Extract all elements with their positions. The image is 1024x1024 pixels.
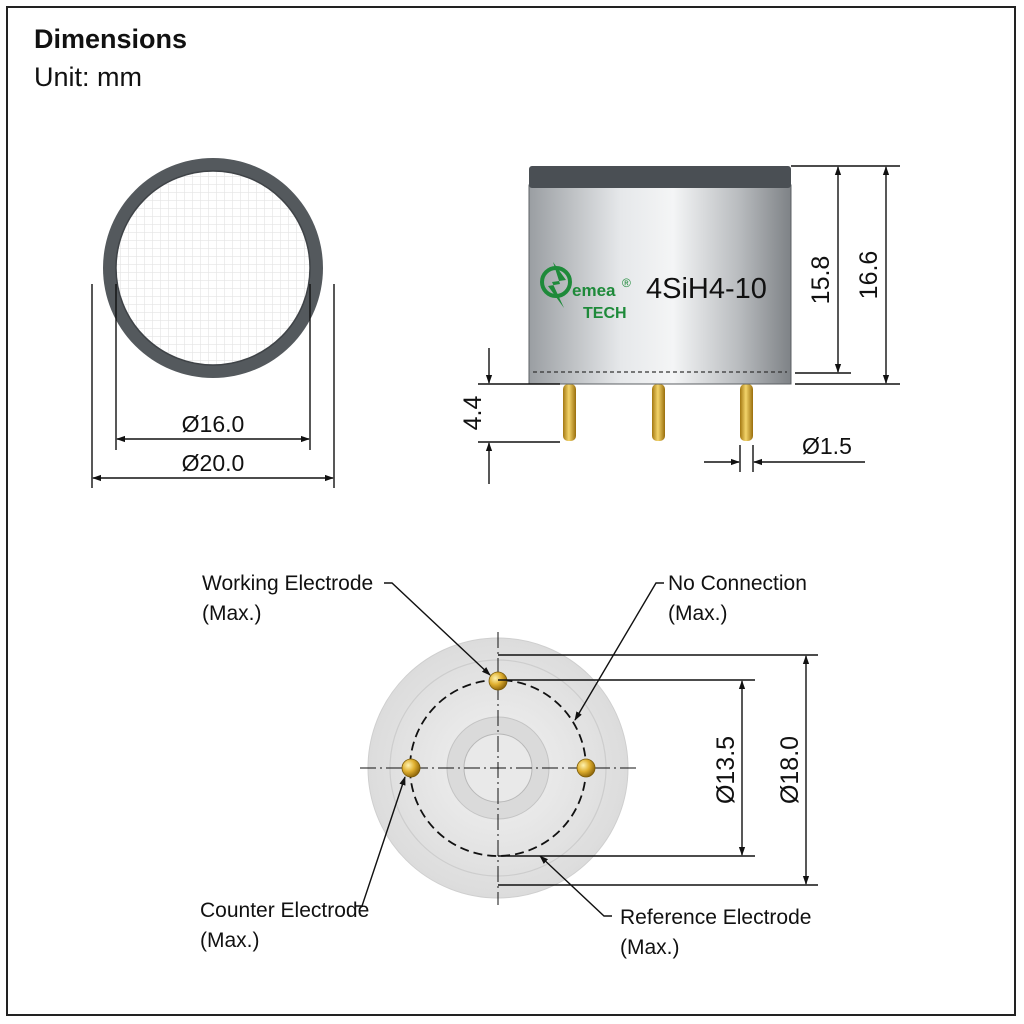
no-connection-note: (Max.) <box>668 602 728 625</box>
reference-electrode-label: Reference Electrode <box>620 906 811 929</box>
model-label: 4SiH4-10 <box>646 273 767 305</box>
logo-text-2: TECH <box>583 305 627 322</box>
brand-logo: emea TECH ® <box>540 262 631 322</box>
sensor-cap <box>529 166 791 188</box>
counter-electrode-pin <box>401 758 421 778</box>
leader-no-connection <box>574 582 664 721</box>
page-title: Dimensions <box>34 24 188 54</box>
inner-diameter-label: Ø16.0 <box>182 411 245 437</box>
no-connection-pin <box>576 758 596 778</box>
pin-diameter-label: Ø1.5 <box>802 433 852 459</box>
pin-left <box>563 384 576 441</box>
working-electrode-pin <box>488 671 508 691</box>
working-electrode-note: (Max.) <box>202 602 262 625</box>
bottom-view: Ø13.5 Ø18.0 Working Electrode (Max.) No … <box>200 572 818 959</box>
top-view: Ø16.0 Ø20.0 <box>91 158 335 488</box>
body-diameter-label: Ø18.0 <box>776 736 804 804</box>
total-height-label: 16.6 <box>855 251 883 300</box>
pin-circle-diameter-label: Ø13.5 <box>712 736 740 804</box>
pin-length-label: 4.4 <box>459 396 487 431</box>
registered-mark: ® <box>622 276 631 290</box>
filter-mesh <box>115 170 311 366</box>
logo-text-1: emea <box>572 281 616 300</box>
counter-electrode-note: (Max.) <box>200 929 260 952</box>
working-electrode-label: Working Electrode <box>202 572 373 595</box>
leader-counter <box>355 776 406 907</box>
leader-reference <box>539 855 612 917</box>
reference-electrode-note: (Max.) <box>620 936 680 959</box>
body-height-label: 15.8 <box>807 256 835 305</box>
diagram-frame <box>6 6 1016 1016</box>
side-view: emea TECH ® 4SiH4-10 15.8 16.6 4.4 Ø1.5 <box>459 165 900 484</box>
logo-bolt-icon <box>548 262 566 308</box>
outer-diameter-label: Ø20.0 <box>182 450 245 476</box>
pin-right <box>740 384 753 441</box>
counter-electrode-label: Counter Electrode <box>200 899 369 922</box>
sensor-body <box>528 184 792 385</box>
pin-middle <box>652 384 665 441</box>
no-connection-label: No Connection <box>668 572 807 595</box>
leader-working <box>384 582 491 676</box>
unit-label: Unit: mm <box>34 62 142 92</box>
